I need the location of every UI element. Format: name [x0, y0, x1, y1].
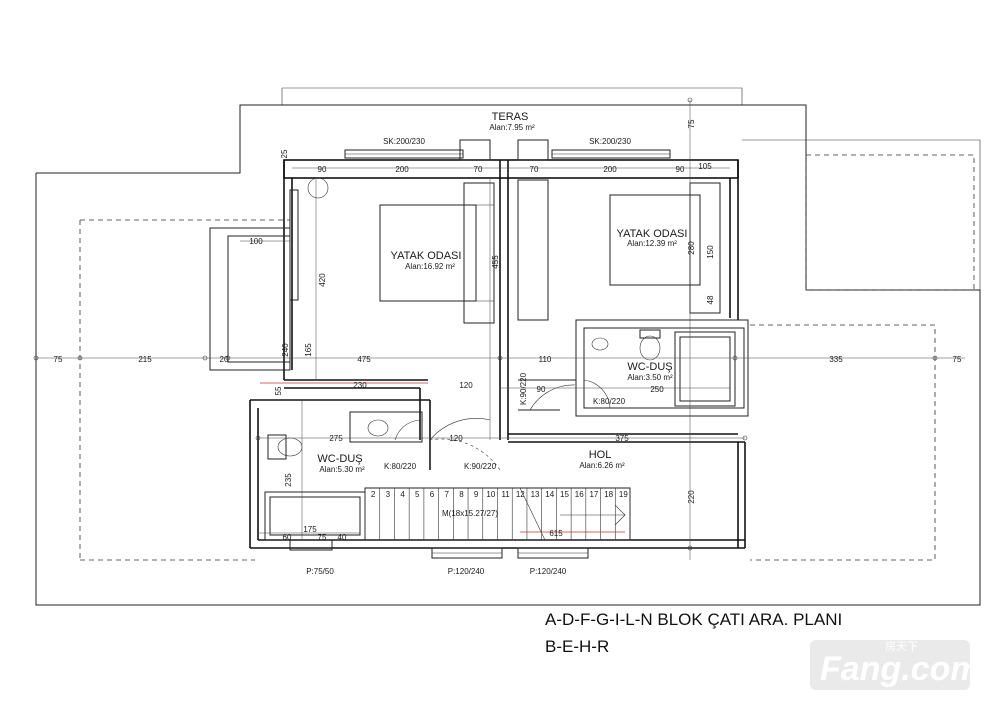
k-wc-right-label: K:80/220 — [593, 397, 626, 406]
dimension-texts: 90 200 70 70 200 90 75 215 475 110 335 7… — [54, 119, 962, 542]
stair-step-number: 9 — [474, 490, 479, 499]
dim-200-left: 200 — [395, 165, 409, 174]
dim-475: 475 — [357, 355, 371, 364]
stair-step-number: 11 — [501, 490, 510, 499]
dim-200-right: 200 — [603, 165, 617, 174]
teras-area: Alan:7.95 m² — [489, 123, 535, 132]
stair-step-number: 15 — [560, 490, 569, 499]
dimension-lines — [36, 100, 965, 560]
dim-120-low: 120 — [449, 434, 463, 443]
hol-area: Alan:6.26 m² — [579, 461, 625, 470]
k-hol-label: K:90/220 — [464, 462, 497, 471]
dimension-ticks — [33, 97, 938, 551]
dim-105: 105 — [698, 162, 712, 171]
dim-235: 235 — [284, 473, 293, 487]
dim-110: 110 — [539, 355, 552, 364]
stair-step-number: 8 — [459, 490, 464, 499]
k-bed-left-label: K:90/220 — [519, 372, 528, 405]
dim-455: 455 — [491, 255, 500, 269]
dim-615: 615 — [549, 529, 563, 538]
wc-left-name: WC-DUŞ — [317, 453, 362, 465]
staircase — [364, 487, 631, 541]
stair-step-number: 4 — [400, 490, 405, 499]
sk-left-label: SK:200/230 — [383, 137, 425, 146]
fang-watermark: Fang.com 房天下 — [810, 640, 981, 690]
opening-labels: SK:200/230 SK:200/230 P:75/50 P:120/240 … — [306, 137, 631, 576]
dim-165: 165 — [304, 343, 313, 357]
overhang-outline — [79, 219, 936, 561]
stair-step-number: 7 — [444, 490, 449, 499]
dim-75-left: 75 — [54, 355, 63, 364]
dim-150: 150 — [706, 245, 715, 259]
dim-60: 60 — [283, 533, 292, 542]
title-line-1: A-D-F-G-I-L-N BLOK ÇATI ARA. PLANI — [545, 610, 842, 629]
dim-75-right: 75 — [953, 355, 962, 364]
dim-420: 420 — [318, 273, 327, 287]
dim-90-right: 90 — [676, 165, 685, 174]
dim-100: 100 — [249, 237, 263, 246]
dim-175: 175 — [303, 525, 317, 534]
stair-label: M(18x15.27/27) — [442, 509, 498, 518]
dim-25: 25 — [280, 149, 289, 158]
roof-outline — [35, 87, 981, 606]
stair-step-number: 16 — [575, 490, 584, 499]
p75-label: P:75/50 — [306, 567, 334, 576]
dim-335: 335 — [829, 355, 843, 364]
dim-55: 55 — [274, 386, 283, 395]
watermark-brand: Fang.com — [820, 650, 981, 688]
wc-right-area: Alan:3.50 m² — [627, 373, 673, 382]
dim-75-b: 75 — [318, 533, 327, 542]
bedroom-right-area: Alan:12.39 m² — [627, 239, 677, 248]
hol-name: HOL — [589, 449, 612, 461]
bedroom-right-name: YATAK ODASI — [617, 228, 688, 240]
dim-220: 220 — [687, 490, 696, 504]
stair-step-number: 18 — [604, 490, 613, 499]
k-wc-left-label: K:80/220 — [384, 462, 417, 471]
title-line-2: B-E-H-R — [545, 637, 609, 656]
stair-step-number: 10 — [486, 490, 495, 499]
bedroom-left-area: Alan:16.92 m² — [405, 262, 455, 271]
bedroom-left-name: YATAK ODASI — [391, 250, 462, 262]
dim-40: 40 — [338, 533, 347, 542]
teras-name: TERAS — [492, 111, 529, 123]
p120a-label: P:120/240 — [448, 567, 485, 576]
watermark-cn: 房天下 — [885, 640, 918, 653]
stair-step-number: 13 — [531, 490, 540, 499]
door-swings — [394, 379, 611, 471]
dim-375: 375 — [615, 434, 629, 443]
drawing-title: A-D-F-G-I-L-N BLOK ÇATI ARA. PLANI B-E-H… — [545, 610, 842, 656]
dim-215: 215 — [138, 355, 152, 364]
wc-right-name: WC-DUŞ — [627, 361, 672, 373]
stair-step-number: 5 — [415, 490, 420, 499]
dim-70-left: 70 — [474, 165, 483, 174]
dim-120-mid: 120 — [459, 381, 473, 390]
dim-280: 280 — [687, 241, 696, 255]
dim-20: 20 — [220, 355, 229, 364]
dim-230: 230 — [353, 381, 367, 390]
dim-70-right: 70 — [530, 165, 539, 174]
stair-step-number: 19 — [619, 490, 628, 499]
p120b-label: P:120/240 — [530, 567, 567, 576]
stair-step-number: 3 — [386, 490, 391, 499]
wc-left-area: Alan:5.30 m² — [319, 465, 365, 474]
dim-90: 90 — [537, 385, 546, 394]
dim-48: 48 — [706, 295, 715, 304]
stair-step-number: 14 — [545, 490, 554, 499]
dim-90-left: 90 — [318, 165, 327, 174]
room-labels: TERAS Alan:7.95 m² YATAK ODASI Alan:16.9… — [317, 111, 687, 474]
stair-step-number: 17 — [589, 490, 598, 499]
stair-step-number: 6 — [430, 490, 435, 499]
dim-275: 275 — [329, 434, 343, 443]
building-walls — [209, 159, 749, 549]
dim-240: 240 — [281, 343, 290, 357]
sk-right-label: SK:200/230 — [589, 137, 631, 146]
stair-step-number: 2 — [371, 490, 376, 499]
dim-75-top: 75 — [687, 119, 696, 128]
dim-250: 250 — [650, 385, 664, 394]
stair-step-number: 12 — [516, 490, 525, 499]
